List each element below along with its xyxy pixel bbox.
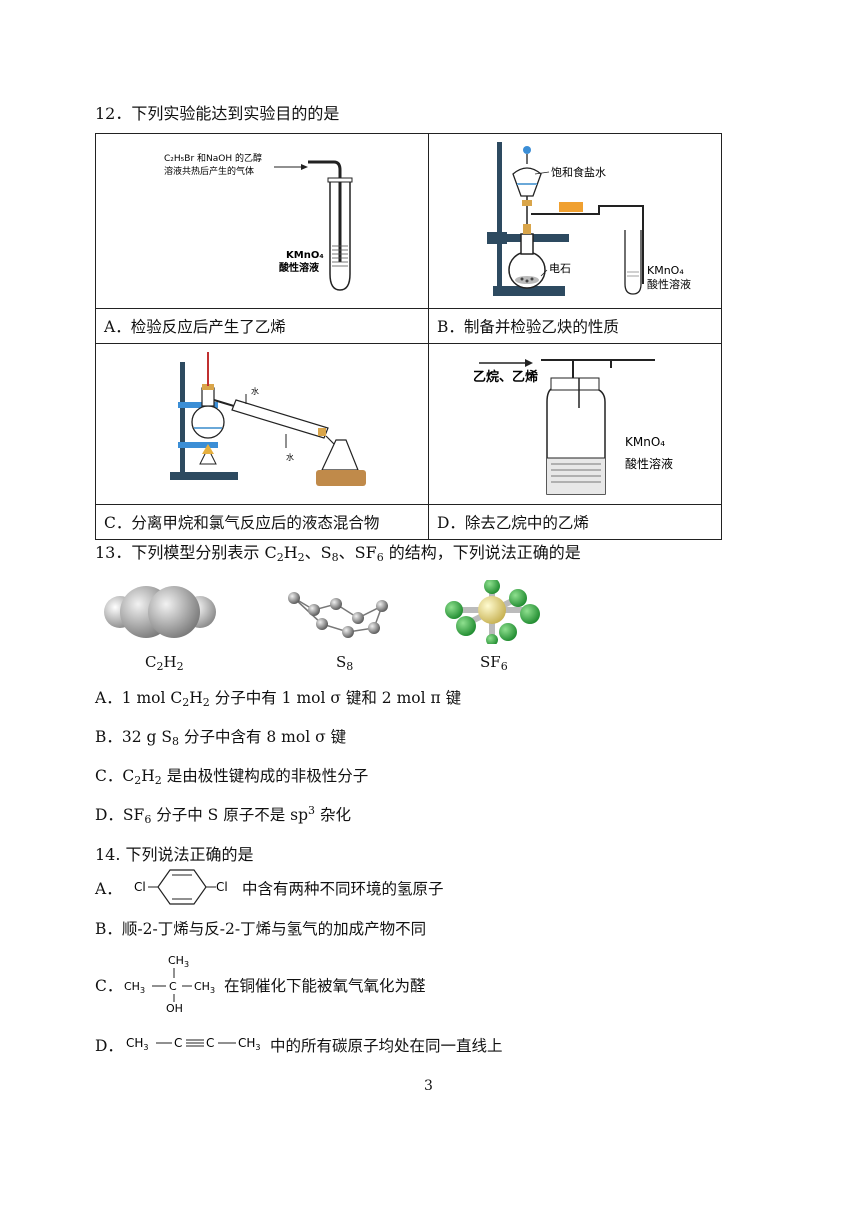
b-brine-label: 饱和食盐水 [551,165,606,179]
s8-label-text: S [336,653,347,671]
a-gas-label-2: 溶液共热后产生的气体 [164,165,254,177]
butyne-structure: CH3 C C CH3 [126,1036,261,1052]
b-kmno4-label: KMnO₄ [647,264,684,277]
q14-option-a-text: 中含有两种不同环境的氢原子 [242,880,444,898]
q14-option-d-text: 中的所有碳原子均处在同一直线上 [270,1037,503,1055]
d-ch3-right-text: CH [238,1036,255,1050]
q14-option-a-label: A． [95,880,122,898]
q12-stem: 12．下列实验能达到实验目的的是 [95,104,340,123]
q14-option-c-label: C． [95,977,123,995]
cell-b-figure: 饱和食盐水 电石 KMnO₄ 酸性溶液 [428,133,722,309]
q12-experiment-table: C₂H₅Br 和NaOH 的乙醇 溶液共热后产生的气体 KMnO₄ 酸性溶液 [95,133,722,540]
d-c-right: C [206,1036,214,1050]
option-d-caption: D．除去乙烷中的乙烯 [428,504,722,540]
option-b-caption: B．制备并检验乙炔的性质 [428,308,722,344]
model-label-sf6: SF6 [480,653,508,673]
sf6-model [445,580,540,644]
q13-c-pre: C．C [95,767,135,785]
q13-c-post: 是由极性键构成的非极性分子 [166,767,369,785]
c-right-ch3: CH3 [194,980,215,995]
q13-d-pre: D．SF [95,806,145,824]
q14-option-b: B．顺-2-丁烯与反-2-丁烯与氢气的加成产物不同 [95,920,427,938]
a-kmno4-label: KMnO₄ [286,250,324,261]
b-carbide-label: 电石 [549,262,571,275]
q13-stem: 13．下列模型分别表示 C2H2、S8、SF6 的结构，下列说法正确的是 [95,543,581,564]
cl-left: Cl [134,880,146,894]
c-water-in-label: 水 [286,452,294,462]
cell-c-figure: 水 水 [95,343,429,505]
apparatus-a: C₂H₅Br 和NaOH 的乙醇 溶液共热后产生的气体 KMnO₄ 酸性溶液 [164,152,353,291]
q13-stem-post: 的结构，下列说法正确的是 [388,543,581,562]
sf6-label-text: SF [480,653,501,671]
q13-b-post: 分子中含有 8 mol σ 键 [183,728,347,746]
dichlorobenzene-structure: Cl Cl [134,869,228,905]
apparatus-b: 饱和食盐水 电石 KMnO₄ 酸性溶液 [487,142,691,296]
option-d-text: D．除去乙烷中的乙烯 [437,514,589,532]
q14-stem: 14. 下列说法正确的是 [95,845,254,864]
q13-option-a: A．1 mol C2H2 分子中有 1 mol σ 键和 2 mol π 键 [95,689,462,709]
cell-a-figure: C₂H₅Br 和NaOH 的乙醇 溶液共热后产生的气体 KMnO₄ 酸性溶液 [95,133,429,309]
c-right-ch3-text: CH [194,980,210,993]
c2h2-model [104,586,216,638]
q13-d-post: 杂化 [319,806,351,824]
d-gas-label: 乙烷、乙烯 [473,369,538,385]
c-top-ch3-text: CH [168,954,184,967]
c2h2-label-text: C [145,653,157,671]
option-a-text: A．检验反应后产生了乙烯 [104,318,286,336]
q14-option-c-text: 在铜催化下能被氧气氧化为醛 [224,977,426,995]
c-water-out-label: 水 [251,386,259,396]
q13-d-mid: 分子中 S 原子不是 sp [156,806,309,824]
c-center: C [169,980,177,993]
apparatus-c: 水 水 [170,352,366,486]
d-ch3-left: CH3 [126,1036,149,1052]
option-a-caption: A．检验反应后产生了乙烯 [95,308,429,344]
q13-option-c: C．C2H2 是由极性键构成的非极性分子 [95,767,369,787]
c-top-ch3: CH3 [168,954,189,969]
q13-a-post: 分子中有 1 mol σ 键和 2 mol π 键 [214,689,462,707]
q13-option-d: D．SF6 分子中 S 原子不是 sp3 杂化 [95,804,351,826]
d-ch3-right: CH3 [238,1036,261,1052]
model-label-s8: S8 [336,653,354,673]
option-b-text: B．制备并检验乙炔的性质 [437,318,619,336]
cl-right: Cl [216,880,228,894]
a-gas-label-1: C₂H₅Br 和NaOH 的乙醇 [164,152,262,164]
c-oh: OH [166,1002,183,1015]
c-left-ch3-text: CH [124,980,140,993]
a-acid-label: 酸性溶液 [279,261,319,274]
q13-option-b: B．32 g S8 分子中含有 8 mol σ 键 [95,728,347,748]
apparatus-d: 乙烷、乙烯 KMnO₄ 酸性溶液 [473,359,673,495]
molecular-models [104,580,540,644]
cell-d-figure: 乙烷、乙烯 KMnO₄ 酸性溶液 [428,343,722,505]
s8-model [288,592,388,638]
d-c-left: C [174,1036,182,1050]
option-c-text: C．分离甲烷和氯气反应后的液态混合物 [104,514,380,532]
q13-b-pre: B．32 g S [95,728,173,746]
q14-option-d-label: D． [95,1037,123,1055]
c-left-ch3: CH3 [124,980,145,995]
option-c-caption: C．分离甲烷和氯气反应后的液态混合物 [95,504,429,540]
tert-butanol-structure: CH3 CH3 C CH3 OH [124,954,215,1015]
page-number: 3 [424,1078,433,1094]
q13-stem-pre: 13．下列模型分别表示 C [95,543,277,562]
d-ch3-left-text: CH [126,1036,143,1050]
model-label-c2h2: C2H2 [145,653,184,673]
b-acid-label: 酸性溶液 [647,277,691,291]
q13-a-pre: A．1 mol C [95,689,183,707]
d-kmno4-label: KMnO₄ [625,435,665,449]
d-acid-label: 酸性溶液 [625,456,673,471]
